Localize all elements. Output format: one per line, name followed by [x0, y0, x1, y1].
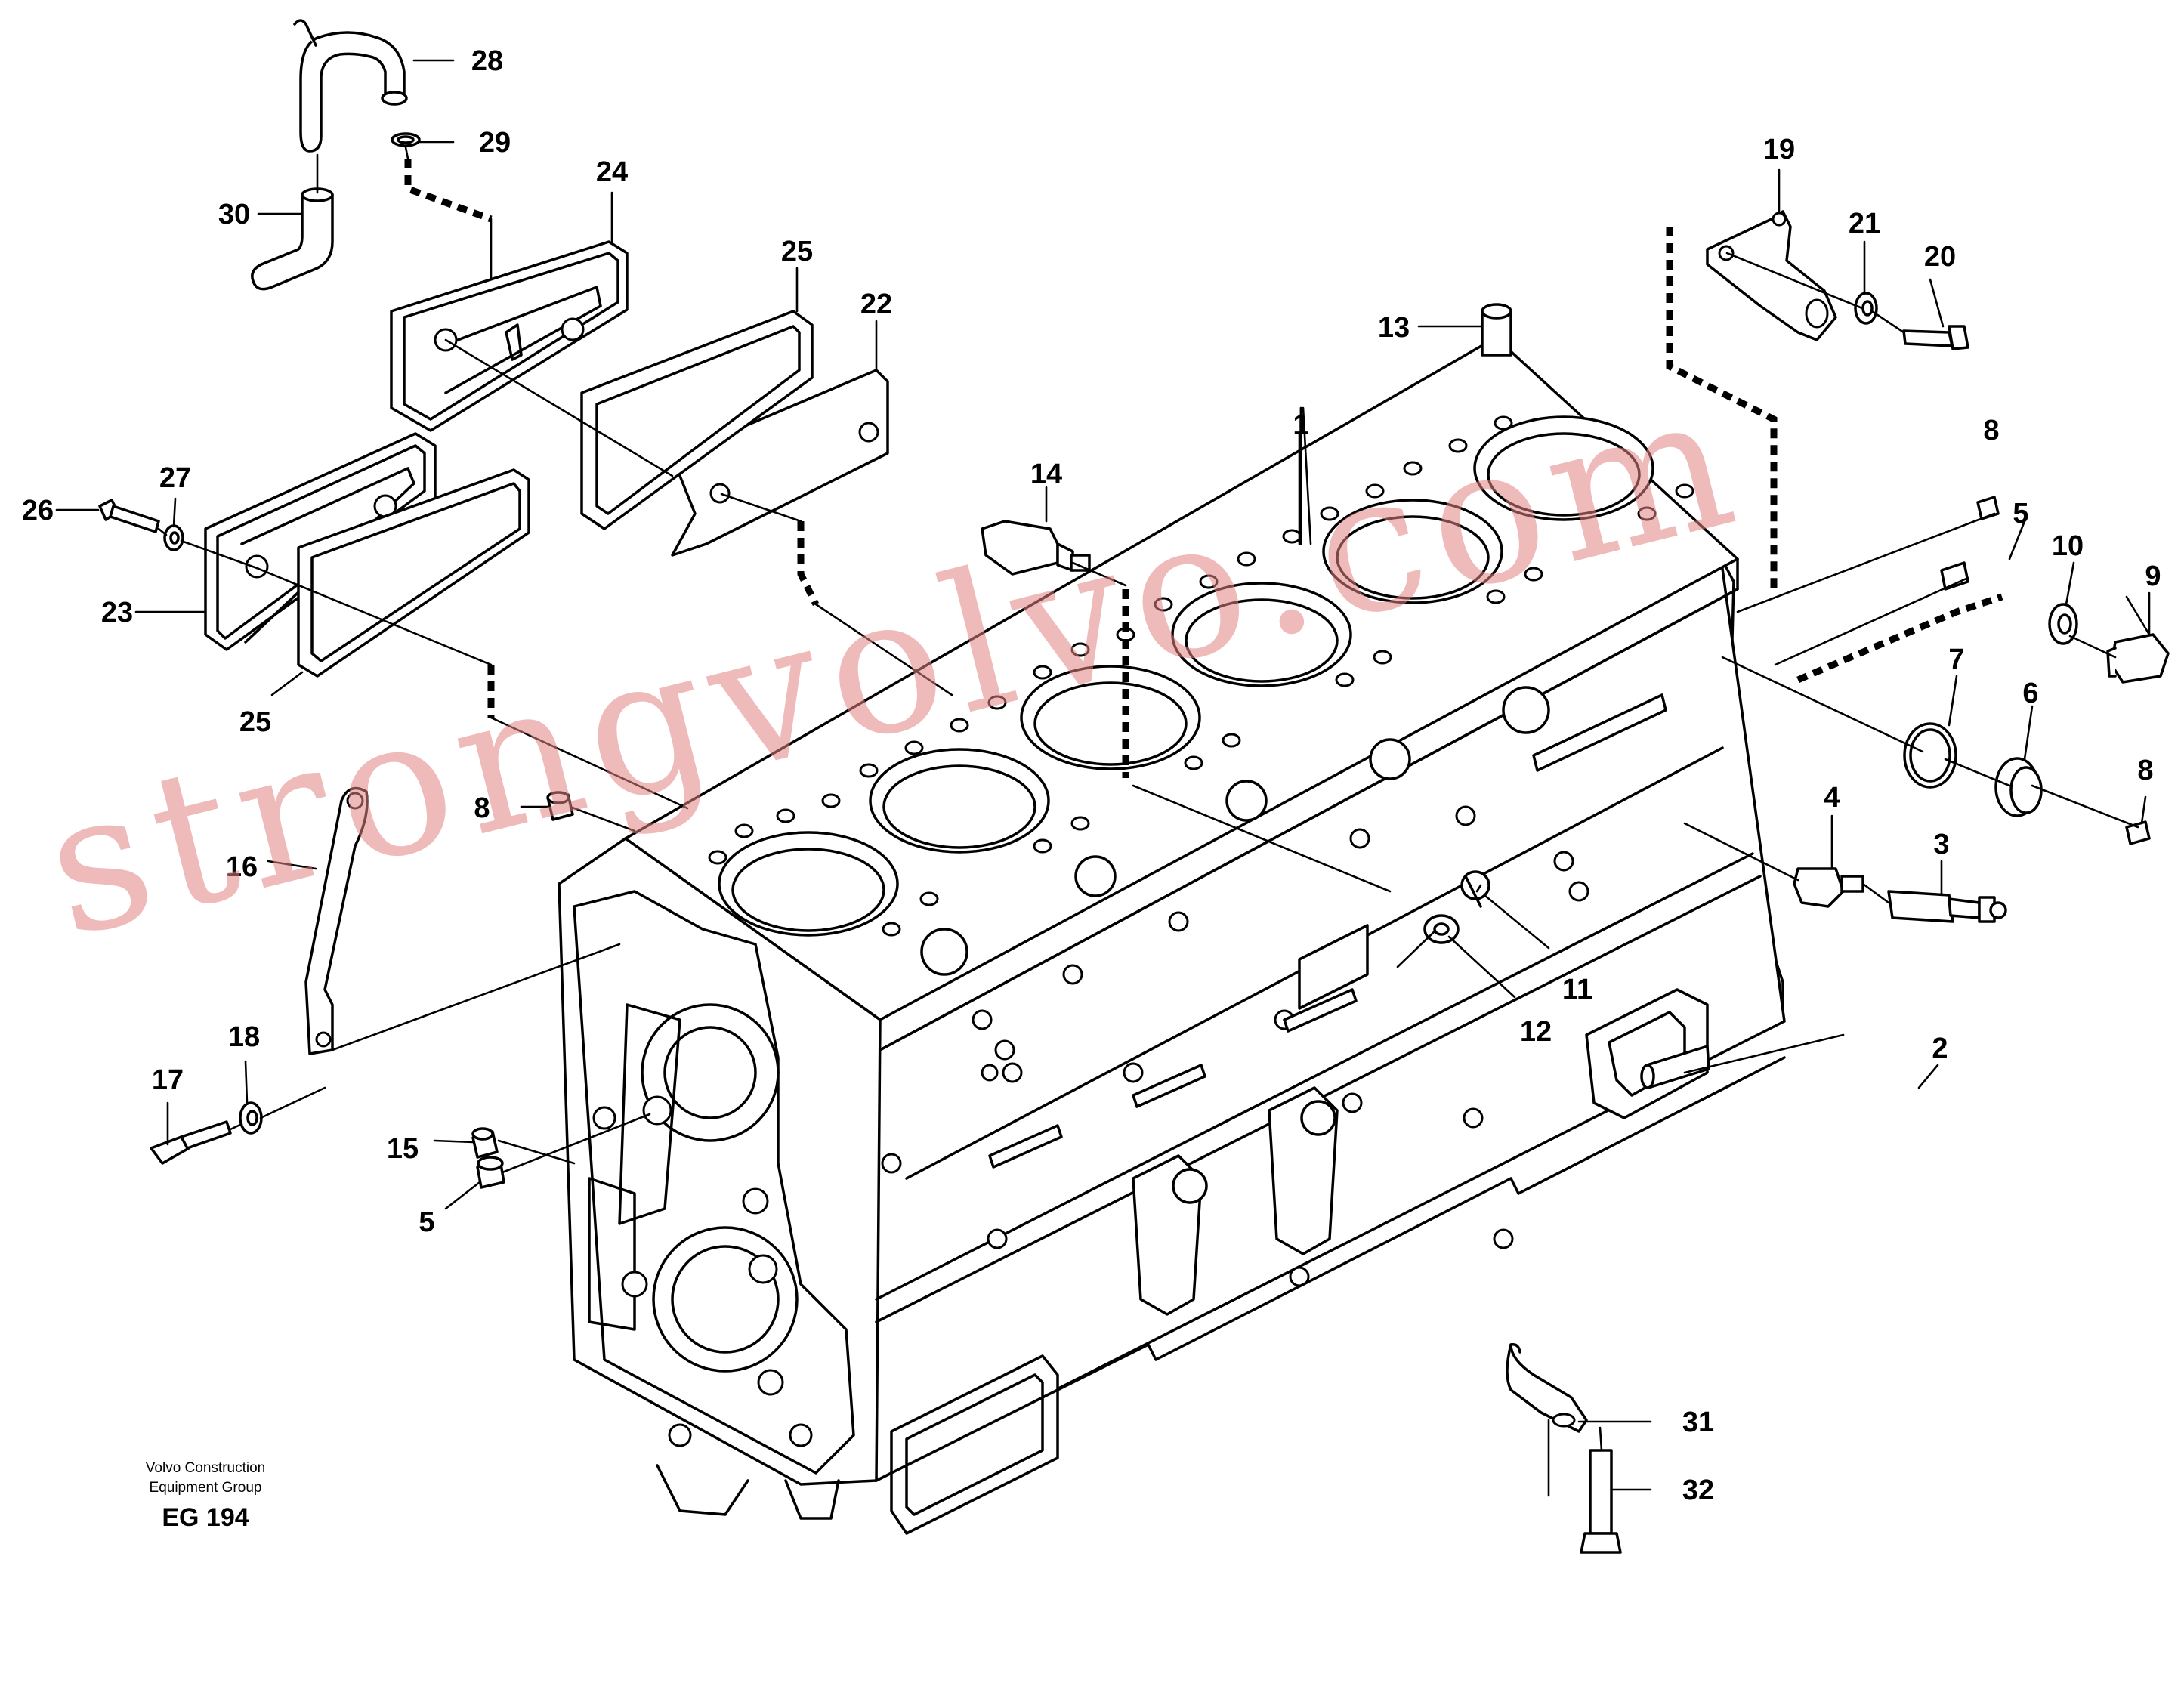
- callout-28: 28: [471, 45, 503, 77]
- part-13-pin: [1481, 303, 1512, 357]
- caption-group: Equipment Group: [150, 1480, 262, 1496]
- part-11-plug: [1460, 870, 1490, 908]
- part-22-cover-plate: [671, 369, 889, 557]
- part-15-plug: [471, 1127, 499, 1159]
- part-18-washer: [239, 1101, 263, 1135]
- callout-19: 19: [1763, 134, 1795, 165]
- assembly-dashed-lines: [404, 159, 2003, 778]
- part-19-bracket: [1706, 210, 1837, 341]
- caption-company: Volvo Construction: [146, 1460, 265, 1476]
- part-16-bracket: [304, 786, 369, 1055]
- callout-31: 31: [1682, 1407, 1714, 1438]
- callout-2: 2: [1932, 1033, 1948, 1064]
- callout-labels: 1 2 3 4 5 5 6 7 8 8 8 9 10 11 12 13 14 1…: [22, 45, 2161, 1506]
- callout-5-right: 5: [2013, 498, 2028, 530]
- callout-24: 24: [596, 156, 628, 188]
- part-2-dowel-pin: [1640, 1033, 1845, 1089]
- callout-8-bottom-right: 8: [2137, 755, 2153, 786]
- callout-6: 6: [2022, 678, 2038, 709]
- part-29-o-ring: [391, 132, 421, 147]
- callout-26: 26: [22, 495, 54, 527]
- part-32-bolt: [1580, 1449, 1622, 1554]
- part-24-breather-cover: [390, 240, 629, 432]
- callout-1: 1: [1293, 409, 1308, 441]
- figure-id: EG 194: [162, 1503, 249, 1532]
- callout-pointer-lines: [55, 59, 2151, 1491]
- callout-14: 14: [1030, 459, 1062, 490]
- callout-20: 20: [1924, 241, 1956, 273]
- part-21-washer: [1854, 292, 1878, 325]
- part-31-clip: [1506, 1342, 1588, 1433]
- part-27-washer: [163, 524, 184, 551]
- part-12-washer: [1423, 914, 1460, 944]
- part-25-gasket-upper: [580, 310, 814, 530]
- callout-7: 7: [1948, 644, 1964, 675]
- callout-18: 18: [228, 1021, 260, 1053]
- callout-11: 11: [1562, 974, 1592, 1005]
- part-3-sensor: [1887, 890, 2007, 923]
- part-28-hose: [293, 19, 408, 153]
- callout-30: 30: [218, 199, 250, 230]
- part-25-gasket-lower: [297, 468, 530, 678]
- callout-4: 4: [1824, 782, 1840, 814]
- callout-5-left: 5: [419, 1206, 434, 1238]
- part-26-bolt: [98, 499, 160, 533]
- callout-8-top-right: 8: [1983, 415, 1999, 446]
- part-8-plug-bottom-right: [2125, 820, 2151, 845]
- part-7-o-ring: [1903, 722, 1957, 789]
- callout-3: 3: [1933, 829, 1949, 860]
- callout-22: 22: [860, 289, 892, 320]
- callout-10: 10: [2052, 530, 2084, 562]
- callout-23: 23: [101, 597, 133, 628]
- caption: Volvo Construction Equipment Group EG 19…: [146, 1460, 265, 1532]
- callout-25-lower: 25: [239, 706, 271, 738]
- callout-8-left: 8: [474, 792, 490, 824]
- callout-12: 12: [1520, 1016, 1552, 1048]
- part-17-bolt: [150, 1120, 232, 1165]
- part-5-plug-right: [1940, 561, 1969, 591]
- part-4-adapter: [1793, 867, 1864, 908]
- callout-25-upper: 25: [781, 236, 813, 267]
- callout-29: 29: [479, 127, 511, 159]
- part-14-sensor: [981, 520, 1091, 576]
- callout-32: 32: [1682, 1475, 1714, 1506]
- callout-17: 17: [152, 1064, 184, 1096]
- callout-27: 27: [159, 462, 191, 494]
- engine-block: [558, 336, 1786, 1535]
- part-30-hose-elbow: [251, 187, 334, 291]
- part-5-plug-left: [476, 1156, 505, 1189]
- callout-21: 21: [1849, 208, 1880, 239]
- part-20-bolt: [1902, 325, 1969, 350]
- callout-16: 16: [226, 851, 258, 883]
- part-9-bolt: [2106, 633, 2170, 684]
- callout-13: 13: [1378, 312, 1410, 344]
- callout-15: 15: [387, 1133, 419, 1165]
- leader-lines: [157, 146, 2151, 1497]
- part-10-washer: [2048, 603, 2078, 645]
- part-8-plug-left: [546, 791, 574, 821]
- callout-9: 9: [2145, 560, 2161, 592]
